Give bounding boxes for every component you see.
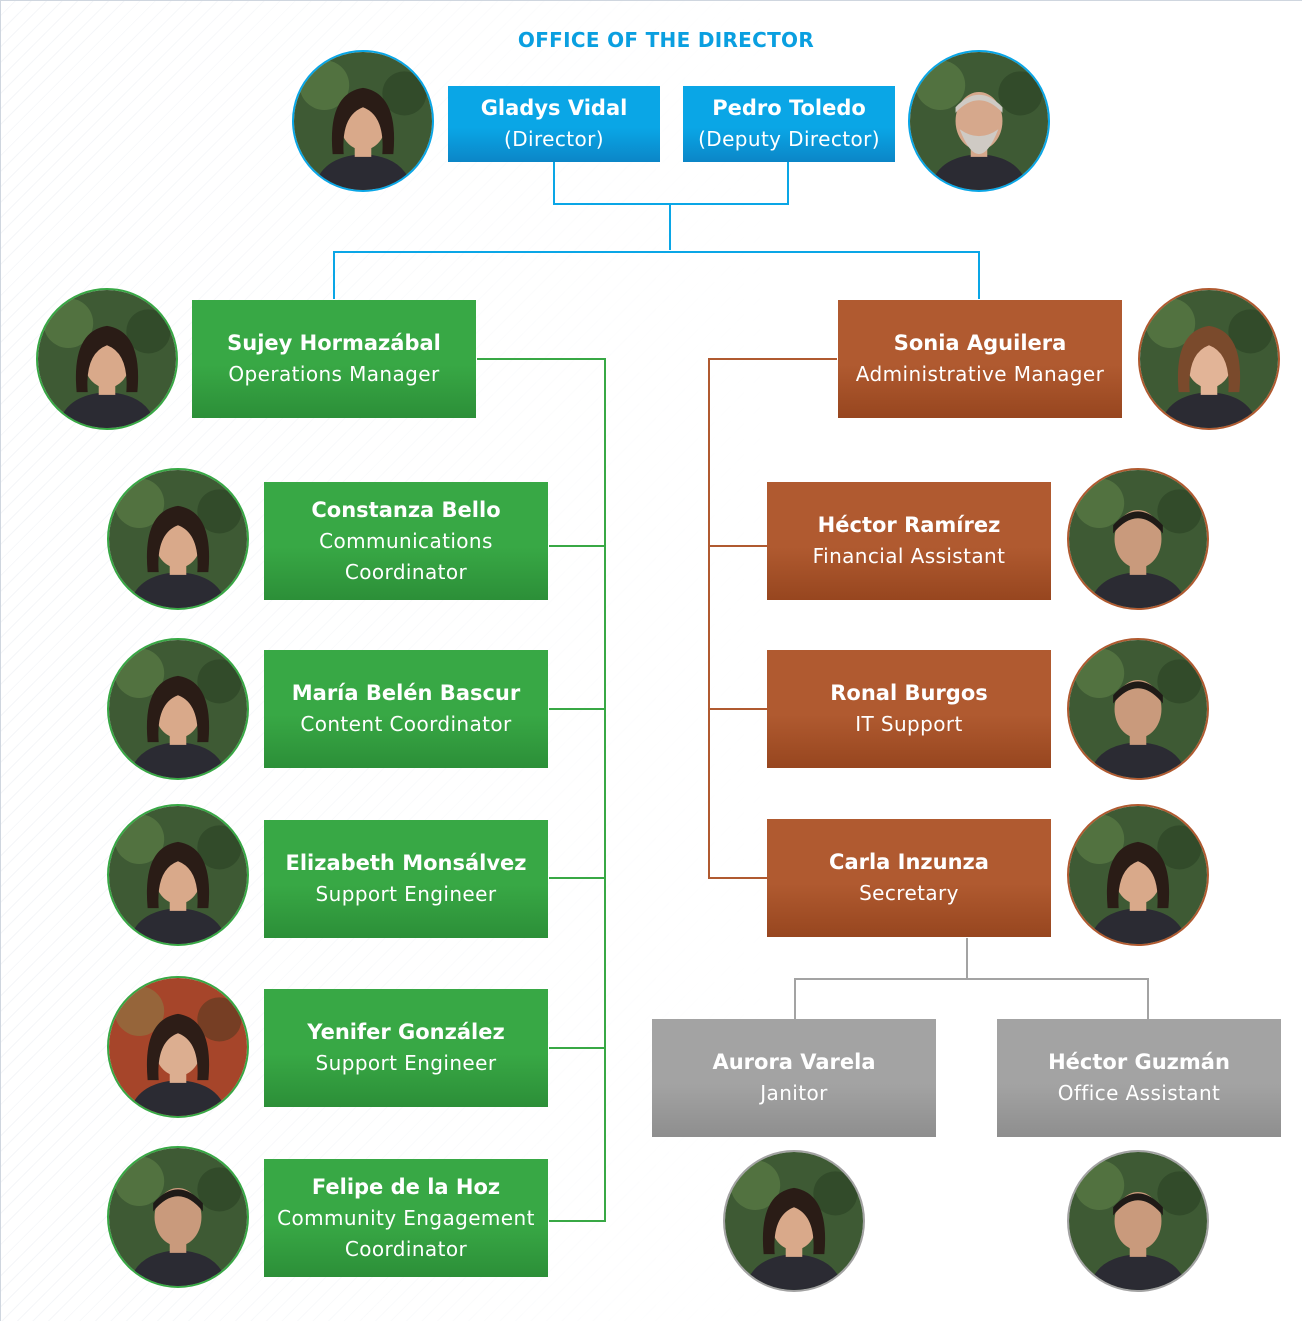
role-felipe-de-la-hoz: Community Engagement Coordinator: [277, 1205, 535, 1261]
chart-title: OFFICE OF THE DIRECTOR: [517, 28, 815, 52]
role-hector-ramirez: Financial Assistant: [812, 544, 1006, 568]
role-constanza-bello: Communications Coordinator: [319, 528, 493, 584]
card-ronal-burgos: Ronal Burgos IT Support: [767, 650, 1051, 768]
card-elizabeth-monsalvez: Elizabeth Monsálvez Support Engineer: [264, 820, 548, 938]
card-hector-ramirez: Héctor Ramírez Financial Assistant: [767, 482, 1051, 600]
connector-support-branches: [794, 978, 1149, 1019]
card-yenifer-gonzalez: Yenifer González Support Engineer: [264, 989, 548, 1107]
card-felipe-de-la-hoz: Felipe de la Hoz Community Engagement Co…: [264, 1159, 548, 1277]
role-sonia-aguilera: Administrative Manager: [855, 362, 1105, 386]
role-sujey-hormazabal: Operations Manager: [228, 362, 440, 386]
name-gladys-vidal: Gladys Vidal: [480, 96, 628, 120]
card-maria-belen-bascur: María Belén Bascur Content Coordinator: [264, 650, 548, 768]
name-pedro-toledo: Pedro Toledo: [712, 96, 866, 120]
role-yenifer-gonzalez: Support Engineer: [315, 1051, 497, 1075]
avatar-image: [294, 52, 432, 190]
photo-gladys-vidal: [292, 50, 434, 192]
role-carla-inzunza: Secretary: [859, 881, 959, 905]
card-aurora-varela: Aurora Varela Janitor: [652, 1019, 936, 1137]
card-hector-guzman: Héctor Guzmán Office Assistant: [997, 1019, 1281, 1137]
role-aurora-varela: Janitor: [760, 1081, 828, 1105]
card-pedro-toledo: Pedro Toledo (Deputy Director): [683, 86, 895, 162]
connector-admin-trunk: [708, 358, 837, 879]
card-sonia-aguilera: Sonia Aguilera Administrative Manager: [838, 300, 1122, 418]
name-sonia-aguilera: Sonia Aguilera: [893, 331, 1067, 355]
name-carla-inzunza: Carla Inzunza: [829, 850, 989, 874]
avatar-image: [1069, 640, 1207, 778]
name-sujey-hormazabal: Sujey Hormazábal: [227, 331, 441, 355]
card-gladys-vidal: Gladys Vidal (Director): [448, 86, 660, 162]
avatar-image: [109, 1148, 247, 1286]
photo-elizabeth-monsalvez: [107, 804, 249, 946]
photo-felipe-de-la-hoz: [107, 1146, 249, 1288]
avatar-image: [1140, 290, 1278, 428]
photo-yenifer-gonzalez: [107, 976, 249, 1118]
name-hector-guzman: Héctor Guzmán: [1048, 1050, 1230, 1074]
role-pedro-toledo: (Deputy Director): [698, 127, 880, 151]
role-hector-guzman: Office Assistant: [1057, 1081, 1221, 1105]
name-aurora-varela: Aurora Varela: [712, 1050, 876, 1074]
avatar-image: [1069, 470, 1207, 608]
avatar-image: [38, 290, 176, 428]
name-constanza-bello: Constanza Bello: [311, 497, 501, 522]
photo-maria-belen-bascur: [107, 638, 249, 780]
photo-constanza-bello: [107, 468, 249, 610]
photo-carla-inzunza: [1067, 804, 1209, 946]
photo-sonia-aguilera: [1138, 288, 1280, 430]
photo-aurora-varela: [723, 1150, 865, 1292]
avatar-image: [725, 1152, 863, 1290]
name-hector-ramirez: Héctor Ramírez: [817, 513, 1001, 537]
avatar-image: [1069, 806, 1207, 944]
avatar-image: [1069, 1152, 1207, 1290]
role-ronal-burgos: IT Support: [855, 712, 963, 736]
role-elizabeth-monsalvez: Support Engineer: [315, 882, 497, 906]
avatar-image: [109, 978, 247, 1116]
name-maria-belen-bascur: María Belén Bascur: [291, 681, 521, 705]
photo-sujey-hormazabal: [36, 288, 178, 430]
card-sujey-hormazabal: Sujey Hormazábal Operations Manager: [192, 300, 476, 418]
avatar-image: [910, 52, 1048, 190]
photo-hector-ramirez: [1067, 468, 1209, 610]
name-ronal-burgos: Ronal Burgos: [830, 681, 988, 705]
card-constanza-bello: Constanza Bello Communications Coordinat…: [264, 482, 548, 600]
role-maria-belen-bascur: Content Coordinator: [300, 712, 512, 736]
name-yenifer-gonzalez: Yenifer González: [307, 1020, 505, 1044]
connector-operations-trunk: [477, 358, 606, 1222]
connector-director-to-deputy: [553, 162, 789, 205]
photo-pedro-toledo: [908, 50, 1050, 192]
name-felipe-de-la-hoz: Felipe de la Hoz: [311, 1174, 501, 1199]
photo-hector-guzman: [1067, 1150, 1209, 1292]
name-elizabeth-monsalvez: Elizabeth Monsálvez: [285, 851, 527, 875]
connector-director-to-managers: [333, 251, 980, 299]
avatar-image: [109, 640, 247, 778]
avatar-image: [109, 806, 247, 944]
photo-ronal-burgos: [1067, 638, 1209, 780]
role-gladys-vidal: (Director): [504, 127, 604, 151]
card-carla-inzunza: Carla Inzunza Secretary: [767, 819, 1051, 937]
avatar-image: [109, 470, 247, 608]
